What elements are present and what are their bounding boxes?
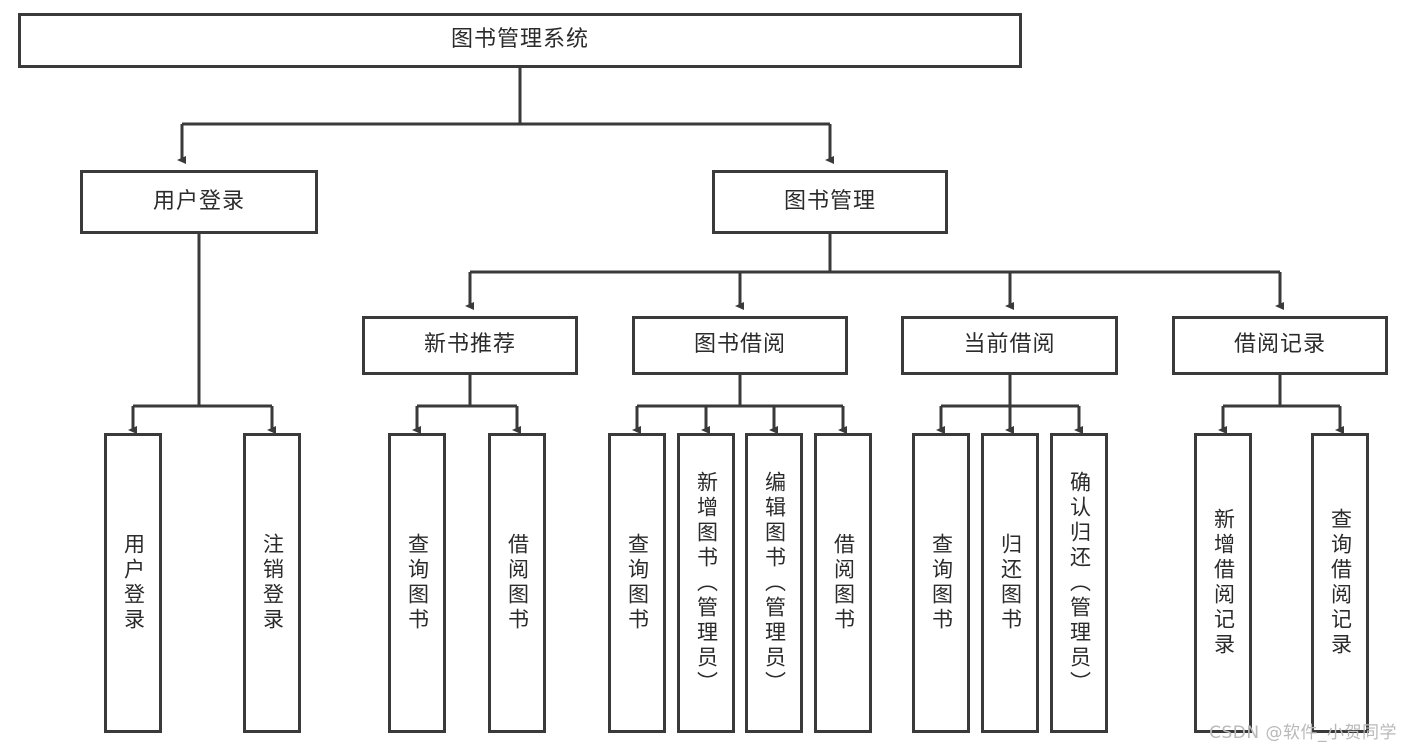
- node-new-book-recommend[interactable]: 新书推荐: [362, 316, 578, 375]
- leaf-query-book-2-label: 查询图书: [625, 533, 650, 633]
- leaf-confirm-return[interactable]: 确认归还（管理员）: [1050, 433, 1108, 733]
- leaf-return-book[interactable]: 归还图书: [981, 433, 1039, 733]
- leaf-add-book-label: 新增图书（管理员）: [694, 470, 719, 696]
- node-current-borrow-label: 当前借阅: [963, 332, 1056, 358]
- node-user-login-label: 用户登录: [152, 188, 245, 214]
- leaf-query-record[interactable]: 查询借阅记录: [1311, 433, 1369, 733]
- node-user-login[interactable]: 用户登录: [80, 170, 318, 234]
- leaf-borrow-book-2[interactable]: 借阅图书: [814, 433, 872, 733]
- leaf-borrow-book-2-label: 借阅图书: [831, 533, 856, 633]
- leaf-query-record-label: 查询借阅记录: [1328, 508, 1353, 658]
- node-book-borrow-label: 图书借阅: [693, 332, 786, 358]
- leaf-query-book-3[interactable]: 查询图书: [912, 433, 970, 733]
- leaf-add-book[interactable]: 新增图书（管理员）: [677, 433, 735, 733]
- watermark-text: CSDN @软件_小贺同学: [1209, 723, 1397, 743]
- node-book-manage-label: 图书管理: [783, 188, 876, 214]
- leaf-return-book-label: 归还图书: [998, 533, 1023, 633]
- leaf-user-login-label: 用户登录: [121, 533, 146, 633]
- leaf-logout-login-label: 注销登录: [260, 533, 285, 633]
- node-new-book-recommend-label: 新书推荐: [423, 332, 516, 358]
- node-root[interactable]: 图书管理系统: [18, 13, 1022, 68]
- leaf-user-login[interactable]: 用户登录: [104, 433, 162, 733]
- node-current-borrow[interactable]: 当前借阅: [901, 316, 1118, 375]
- leaf-edit-book[interactable]: 编辑图书（管理员）: [745, 433, 803, 733]
- leaf-borrow-book-1[interactable]: 借阅图书: [488, 433, 546, 733]
- node-book-borrow[interactable]: 图书借阅: [632, 316, 848, 375]
- leaf-add-record[interactable]: 新增借阅记录: [1194, 433, 1252, 733]
- leaf-borrow-book-1-label: 借阅图书: [505, 533, 530, 633]
- leaf-query-book-3-label: 查询图书: [929, 533, 954, 633]
- node-root-label: 图书管理系统: [450, 27, 589, 53]
- leaf-logout-login[interactable]: 注销登录: [243, 433, 301, 733]
- leaf-confirm-return-label: 确认归还（管理员）: [1067, 470, 1092, 696]
- node-book-manage[interactable]: 图书管理: [712, 170, 948, 234]
- leaf-query-book-1[interactable]: 查询图书: [388, 433, 446, 733]
- leaf-query-book-2[interactable]: 查询图书: [608, 433, 666, 733]
- leaf-add-record-label: 新增借阅记录: [1211, 508, 1236, 658]
- node-borrow-record[interactable]: 借阅记录: [1172, 316, 1388, 375]
- node-borrow-record-label: 借阅记录: [1233, 332, 1326, 358]
- leaf-query-book-1-label: 查询图书: [405, 533, 430, 633]
- leaf-edit-book-label: 编辑图书（管理员）: [762, 470, 787, 696]
